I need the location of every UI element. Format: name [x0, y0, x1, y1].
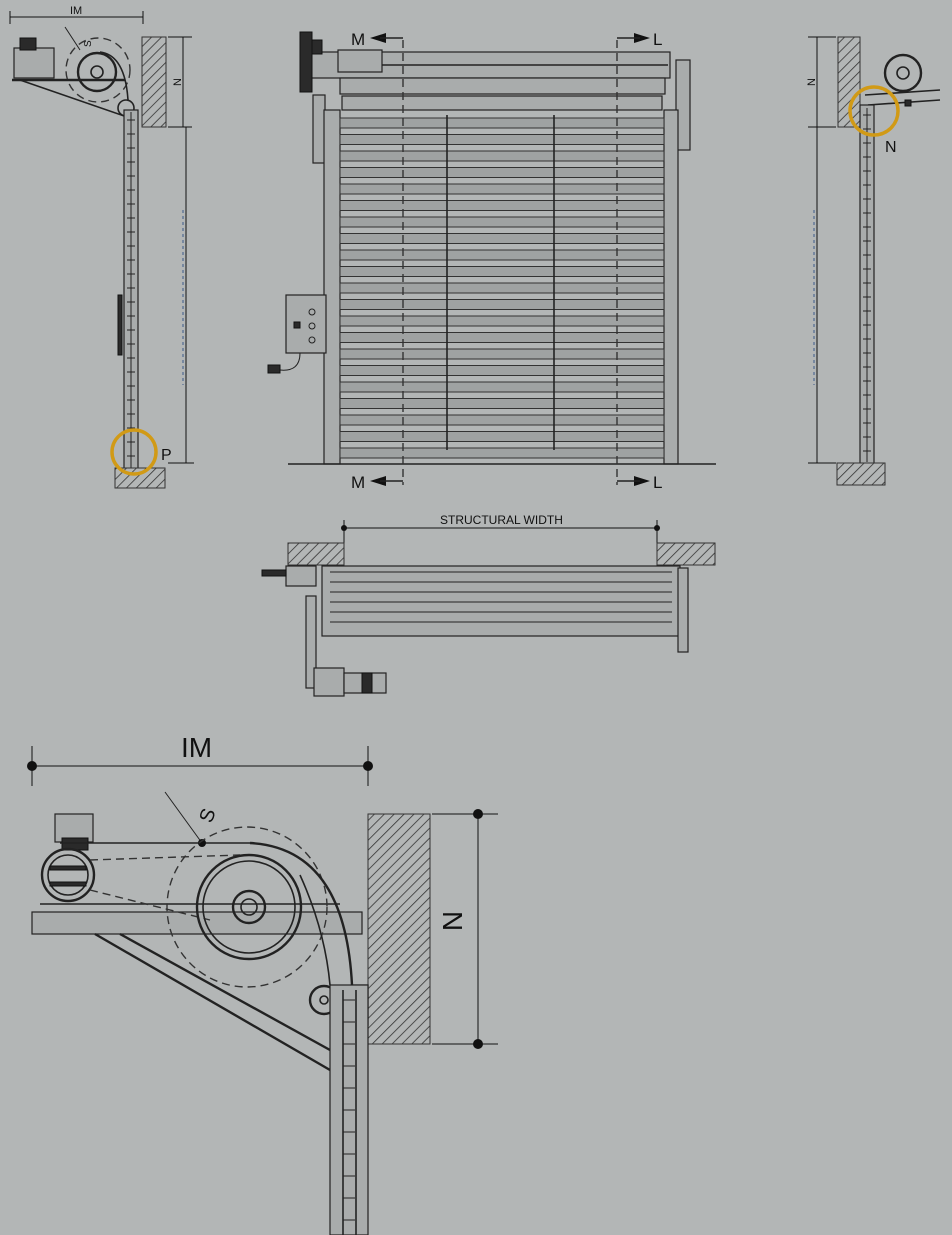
plan-view: STRUCTURAL WIDTH	[261, 513, 716, 697]
door-slat	[339, 117, 665, 129]
label-im-small: IM	[70, 5, 82, 17]
door-slat	[339, 282, 665, 294]
door-slat	[339, 447, 665, 459]
door-slat	[339, 183, 665, 195]
side-view-left: IM N S P	[9, 5, 194, 489]
highlight-circle-n	[848, 85, 900, 137]
label-n-small-right: N	[806, 78, 818, 86]
label-s-small: S	[83, 40, 94, 47]
detail-view: IM N S	[27, 732, 498, 1235]
door-slat	[339, 167, 665, 178]
highlight-circle-p	[110, 428, 158, 476]
door-slat	[339, 150, 665, 162]
label-s-large: S	[195, 806, 220, 826]
label-n-callout: N	[885, 139, 897, 156]
door-slat	[339, 414, 665, 426]
door-slat	[339, 332, 665, 343]
wall-hatch-detail	[367, 813, 431, 1045]
door-slat	[339, 233, 665, 244]
wall-hatch	[141, 36, 167, 128]
door-slat	[339, 431, 665, 442]
door-slat	[339, 299, 665, 310]
door-slat	[339, 216, 665, 228]
door-slats	[339, 117, 665, 459]
door-slat	[339, 348, 665, 360]
door-slat	[339, 266, 665, 277]
label-m-top: M	[351, 30, 365, 49]
door-slat	[339, 200, 665, 211]
door-slat	[339, 398, 665, 409]
label-n-small-left: N	[172, 78, 184, 86]
door-slat	[339, 134, 665, 145]
door-slat	[339, 381, 665, 393]
label-im-large: IM	[181, 732, 212, 763]
label-structural-width: STRUCTURAL WIDTH	[440, 513, 563, 527]
front-view: M L M L	[267, 30, 716, 492]
label-l-top: L	[653, 30, 662, 49]
label-n-large: N	[437, 911, 468, 931]
door-slat	[339, 315, 665, 327]
door-slat	[339, 365, 665, 376]
label-l-bottom: L	[653, 473, 662, 492]
control-box	[267, 294, 327, 374]
label-m-bottom: M	[351, 473, 365, 492]
label-p: P	[161, 447, 172, 464]
side-view-right: N N	[806, 36, 941, 486]
door-slat	[339, 249, 665, 261]
